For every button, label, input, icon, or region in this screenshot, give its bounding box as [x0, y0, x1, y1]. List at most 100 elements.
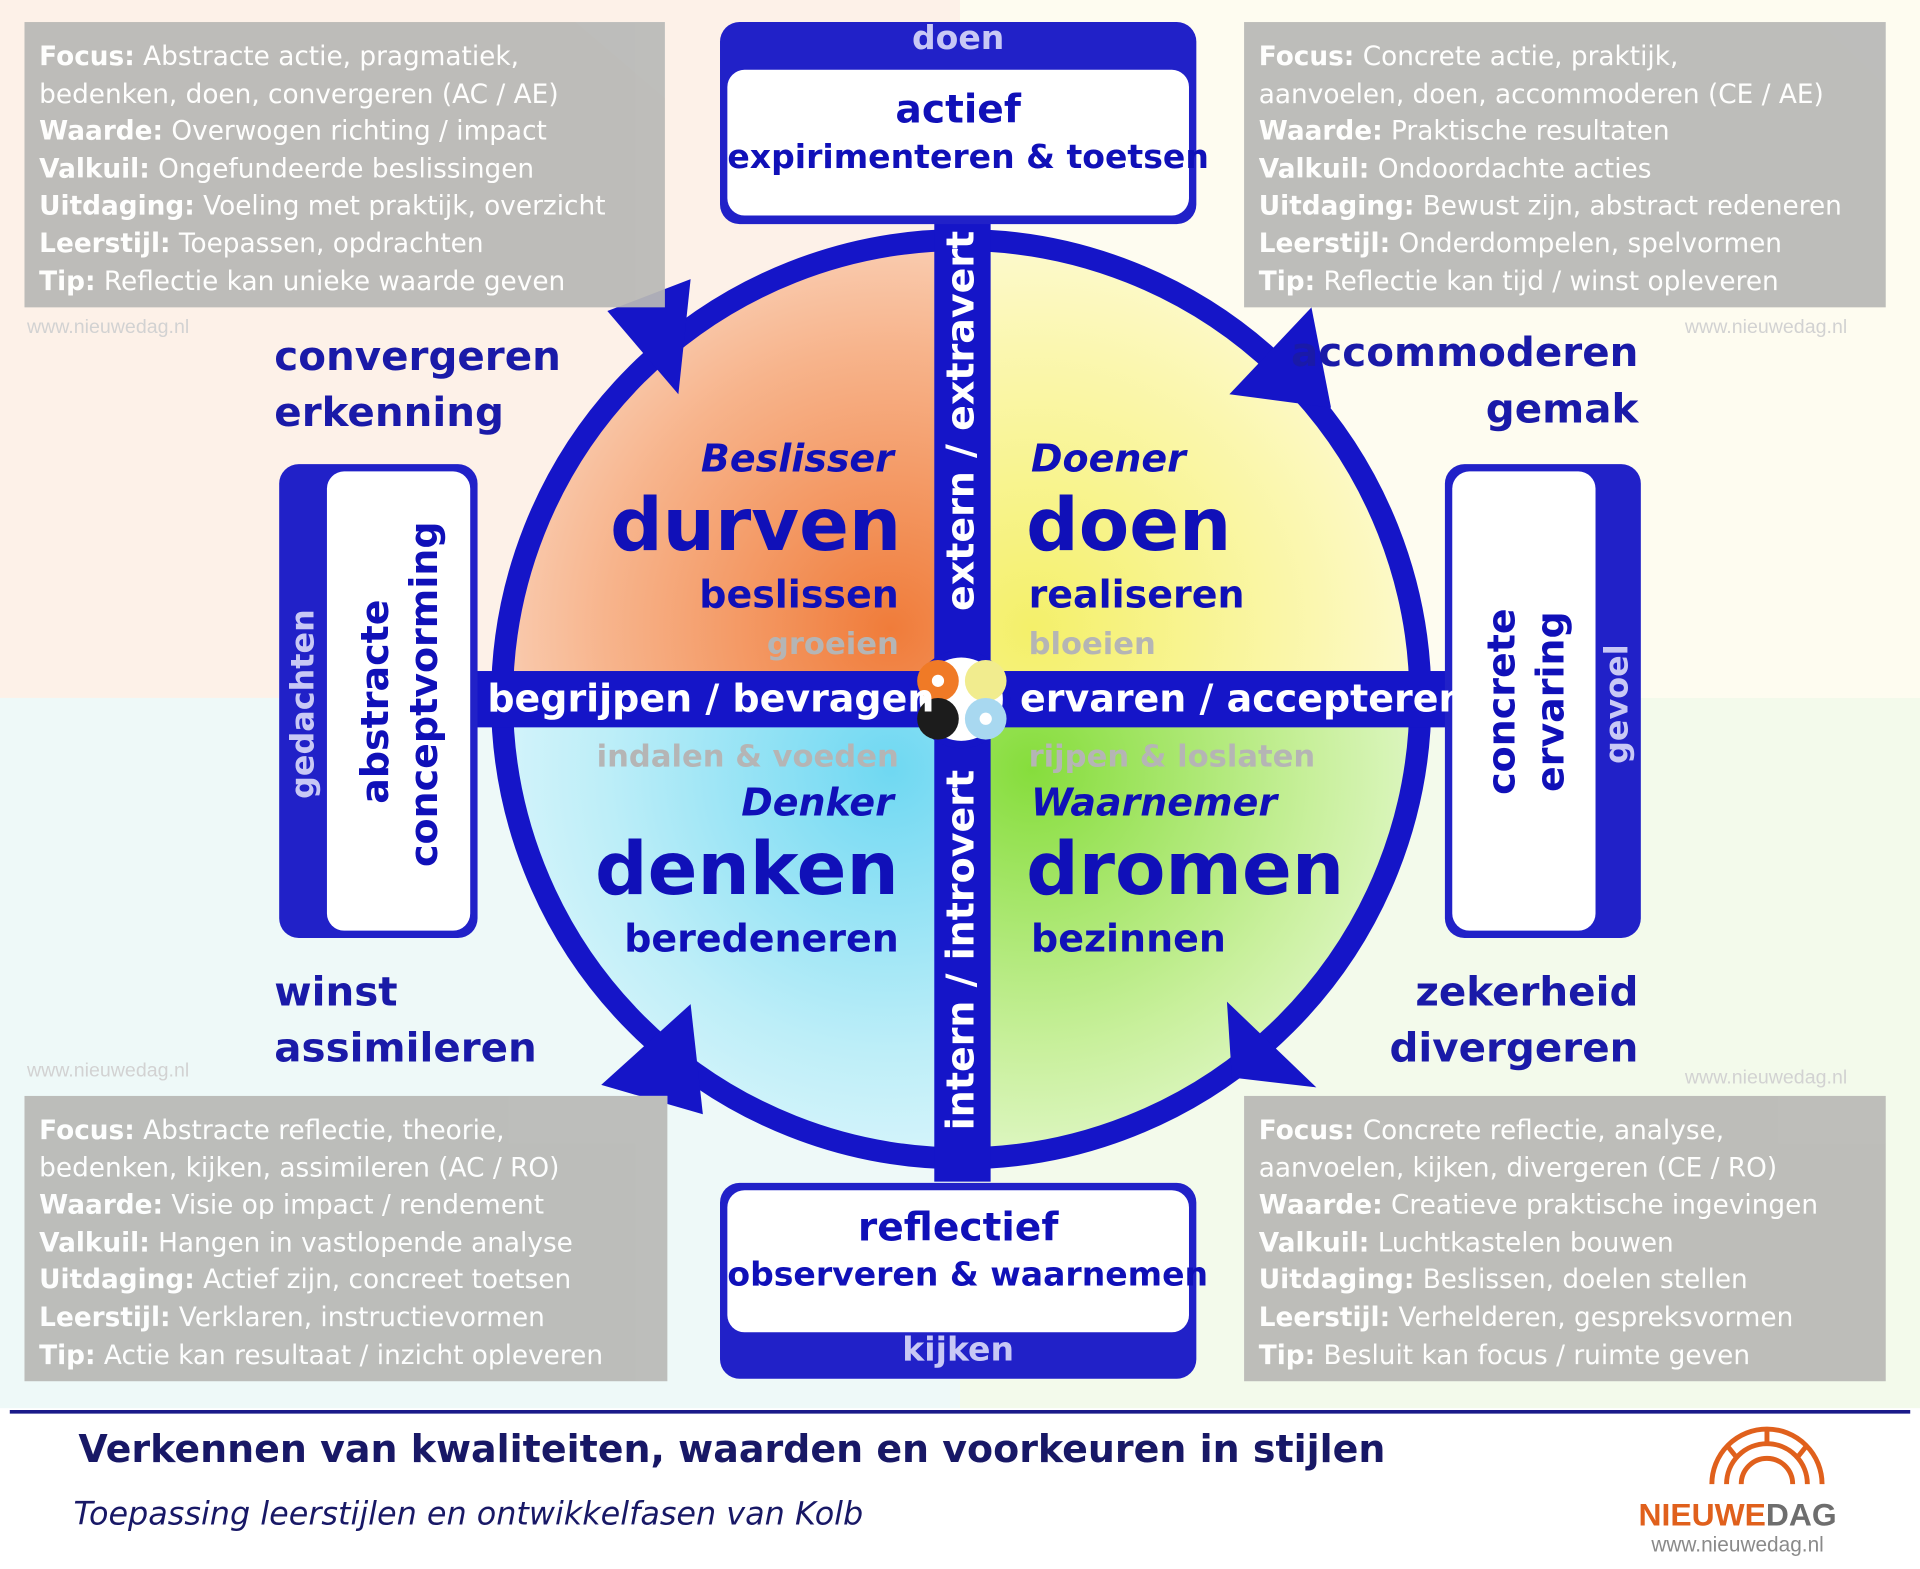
info-row-text: Visie op impact / rendement [163, 1190, 545, 1222]
corner-top-right-line2: gemak [1485, 384, 1639, 433]
quadrant-bottom-left-verb: denken [595, 826, 899, 913]
info-row: Uitdaging: Voeling met praktijk, overzic… [39, 189, 650, 226]
logo-url[interactable]: www.nieuwedag.nl [1651, 1533, 1824, 1557]
info-row-text: Actie kan resultaat / inzicht opleveren [95, 1340, 604, 1371]
info-row: bedenken, doen, convergeren (AC / AE) [39, 77, 650, 114]
watermark-bottom-right: www.nieuwedag.nl [1684, 1067, 1848, 1089]
info-row-label: Focus: [39, 41, 135, 73]
corner-top-right-line1: accommoderen [1291, 328, 1639, 376]
info-row-label: Valkuil: [1258, 154, 1370, 185]
info-row-label: Uitdaging: [39, 191, 195, 223]
right-box-tag: gevoel [1599, 644, 1636, 764]
info-row: Valkuil: Ongefundeerde beslissingen [39, 152, 650, 189]
info-row-text: Verhelderen, gespreksvormen [1390, 1302, 1794, 1334]
info-row: Leerstijl: Onderdompelen, spelvormen [1259, 226, 1871, 263]
info-row: Leerstijl: Verhelderen, gespreksvormen [1259, 1300, 1871, 1337]
info-row-text: aanvoelen, doen, accommoderen (CE / AE) [1258, 79, 1824, 110]
info-row-text: Ondoordachte acties [1369, 154, 1652, 185]
corner-label-top-right: accommoderen gemak [1291, 324, 1638, 437]
corner-label-top-left: convergeren erkenning [274, 328, 561, 441]
axis-label-horizontal-left: begrijpen / bevragen [487, 677, 935, 722]
corner-top-left-line1: convergeren [274, 331, 561, 380]
corner-bottom-right-line2: divergeren [1389, 1023, 1639, 1072]
quadrant-bottom-right-role: Waarnemer [1031, 781, 1278, 826]
left-box-inner [326, 471, 471, 931]
axis-label-vertical-top: extern / extravert [939, 230, 984, 612]
quadrant-fills [502, 240, 1421, 1159]
logo-text-b: DAG [1765, 1496, 1837, 1534]
right-box-inner [1452, 471, 1596, 931]
info-row: Focus: Abstracte reflectie, theorie, [39, 1113, 652, 1150]
info-row-text: Concrete actie, praktijk, [1354, 41, 1679, 73]
top-box-tag: doen [911, 19, 1005, 58]
quadrant-top-left-phase: groeien [766, 625, 899, 662]
info-row-label: Tip: [1258, 1340, 1316, 1371]
quadrant-top-right-sub: realiseren [1028, 573, 1245, 618]
watermark-bottom-left: www.nieuwedag.nl [26, 1060, 190, 1082]
info-row-text: Praktische resultaten [1382, 116, 1670, 148]
watermark-top-left: www.nieuwedag.nl [26, 317, 190, 338]
corner-label-bottom-right: zekerheid divergeren [1389, 964, 1638, 1077]
info-row-label: Focus: [1258, 1115, 1355, 1147]
info-box-bottom-right: Focus: Concrete reflectie, analyse,aanvo… [1244, 1095, 1886, 1382]
logo[interactable]: NIEUWEDAG www.nieuwedag.nl [1602, 1496, 1874, 1557]
info-row-text: Abstracte actie, pragmatiek, [134, 41, 519, 73]
info-row-label: Uitdaging: [1258, 191, 1415, 223]
info-row-text: Beslissen, doelen stellen [1414, 1265, 1748, 1296]
top-box-subtitle: expirimenteren & toetsen [727, 138, 1209, 177]
info-row-label: Tip: [1258, 266, 1316, 298]
info-row: Valkuil: Hangen in vastlopende analyse [39, 1225, 652, 1262]
info-box-top-right: Focus: Concrete actie, praktijk,aanvoele… [1244, 22, 1886, 308]
info-row: Tip: Reflectie kan tijd / winst oplevere… [1259, 264, 1871, 301]
info-row-label: Waarde: [39, 1190, 164, 1222]
bottom-box-inner [727, 1190, 1189, 1333]
quadrant-top-right-role: Doener [1031, 437, 1186, 482]
bottom-box-subtitle: observeren & waarnemen [727, 1256, 1209, 1295]
axis-label-vertical-bottom: intern / introvert [939, 769, 984, 1131]
info-row-label: Focus: [39, 1115, 135, 1147]
arrow-top-left [607, 279, 691, 395]
info-row-label: Leerstijl: [1258, 228, 1391, 260]
info-row-label: Uitdaging: [39, 1265, 195, 1296]
info-row: aanvoelen, kijken, divergeren (CE / RO) [1259, 1151, 1871, 1188]
bottom-box-tag: kijken [902, 1331, 1015, 1369]
watermark-top-right: www.nieuwedag.nl [1684, 317, 1848, 338]
footer-title: Verkennen van kwaliteiten, waarden en vo… [78, 1427, 1386, 1472]
info-row-text: aanvoelen, kijken, divergeren (CE / RO) [1258, 1152, 1778, 1184]
info-row: Focus: Concrete reflectie, analyse, [1259, 1113, 1871, 1150]
info-row-label: Uitdaging: [1258, 1265, 1415, 1296]
info-row: Uitdaging: Bewust zijn, abstract redener… [1259, 189, 1871, 226]
top-box-title: actief [895, 85, 1021, 133]
info-row-text: bedenken, kijken, assimileren (AC / RO) [39, 1152, 560, 1184]
quadrant-bottom-right-phase: rijpen & loslaten [1028, 738, 1316, 774]
corner-bottom-left-line2: assimileren [274, 1023, 537, 1072]
quadrant-bottom-left-sub: beredeneren [624, 917, 899, 962]
bottom-box-title: reflectief [857, 1203, 1059, 1251]
info-row-label: Waarde: [1258, 116, 1383, 148]
info-row: Waarde: Overwogen richting / impact [39, 114, 650, 151]
quadrant-top-left-role: Beslisser [700, 437, 894, 482]
info-row: Waarde: Visie op impact / rendement [39, 1188, 652, 1225]
info-box-bottom-left: Focus: Abstracte reflectie, theorie,bede… [24, 1095, 668, 1382]
info-row: Valkuil: Luchtkastelen bouwen [1259, 1225, 1871, 1262]
info-row-label: Leerstijl: [39, 228, 171, 260]
info-row-label: Waarde: [1258, 1190, 1383, 1222]
info-row-text: Verklaren, instructievormen [170, 1302, 545, 1334]
quadrant-top-left-verb: durven [610, 482, 902, 569]
info-row-label: Leerstijl: [39, 1302, 171, 1334]
info-row: Waarde: Creatieve praktische ingevingen [1259, 1188, 1871, 1225]
info-row-text: Ongefundeerde beslissingen [149, 154, 535, 185]
info-row: Valkuil: Ondoordachte acties [1259, 152, 1871, 189]
info-box-top-left: Focus: Abstracte actie, pragmatiek, beden… [24, 22, 665, 308]
top-box-inner [727, 69, 1189, 216]
corner-top-left-line2: erkenning [274, 388, 504, 436]
quadrant-bottom-right-verb: dromen [1026, 826, 1345, 913]
info-row-text: Overwogen richting / impact [163, 116, 547, 148]
info-row: Uitdaging: Beslissen, doelen stellen [1259, 1263, 1871, 1300]
info-row-label: Tip: [39, 1340, 96, 1371]
info-row-label: Leerstijl: [1258, 1302, 1391, 1334]
logo-text-a: NIEUWE [1638, 1496, 1766, 1534]
corner-bottom-right-line1: zekerheid [1415, 967, 1639, 1016]
info-row: Waarde: Praktische resultaten [1259, 114, 1871, 151]
